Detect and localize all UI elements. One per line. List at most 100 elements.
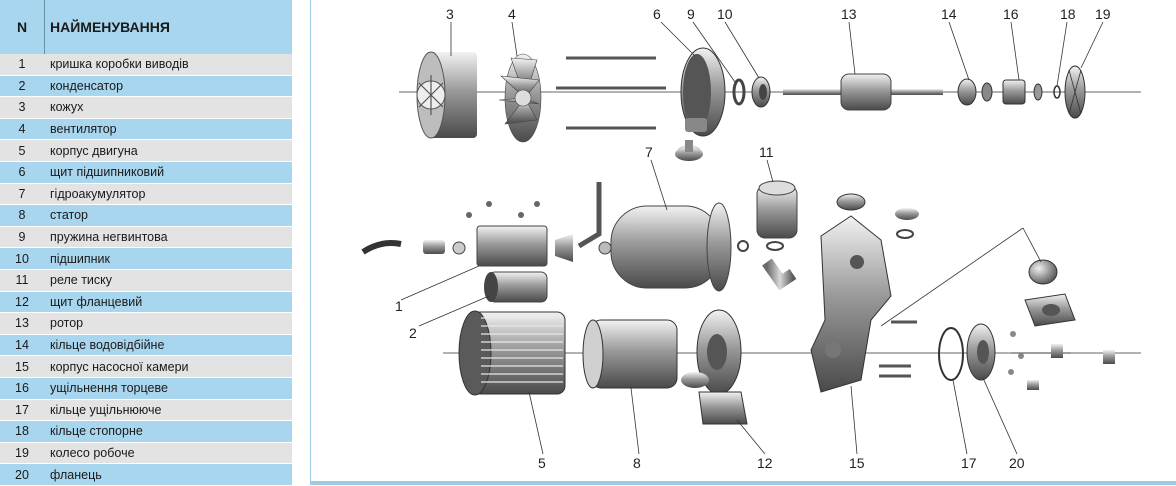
table-row: 7 гідроакумулятор bbox=[0, 183, 292, 206]
part-pump-chamber-housing bbox=[810, 193, 919, 393]
row-number: 17 bbox=[15, 402, 29, 417]
row-part-name: гідроакумулятор bbox=[50, 186, 146, 201]
leader-lines bbox=[400, 21, 1104, 455]
row-part-name: кожух bbox=[50, 100, 84, 115]
table-row: 4 вентилятор bbox=[0, 118, 292, 141]
table-row: 17 кільце ущільнююче bbox=[0, 399, 292, 422]
row-number: 6 bbox=[18, 165, 26, 180]
exploded-view-diagram: 1 2 3 4 5 6 7 8 9 10 11 12 13 14 15 16 1… bbox=[310, 0, 1176, 485]
callout-4: 4 bbox=[508, 6, 516, 22]
exploded-view-svg: 1 2 3 4 5 6 7 8 9 10 11 12 13 14 15 16 1… bbox=[361, 6, 1141, 471]
row-part-name: корпус двигуна bbox=[50, 143, 138, 158]
table-row: 15 корпус насосної камери bbox=[0, 356, 292, 378]
callout-18: 18 bbox=[1060, 6, 1076, 22]
callout-1: 1 bbox=[395, 298, 403, 314]
part-motor-housing bbox=[458, 310, 566, 396]
row-part-name: статор bbox=[50, 208, 89, 223]
part-hydro-accumulator bbox=[598, 202, 732, 292]
table-body: 1 кришка коробки виводів 2 конденсатор 3 кожу… bbox=[0, 54, 292, 486]
row-part-name: підшипник bbox=[50, 251, 110, 266]
part-rotor bbox=[783, 73, 943, 111]
table-row: 3 кожух bbox=[0, 97, 292, 119]
callout-15: 15 bbox=[849, 455, 865, 471]
row-number: 2 bbox=[18, 78, 26, 93]
part-valve-cap bbox=[675, 140, 703, 161]
table-row: 12 щит фланцевий bbox=[0, 291, 292, 314]
callout-17: 17 bbox=[961, 455, 977, 471]
table-row: 6 щит підшипниковий bbox=[0, 161, 292, 184]
table-row: 10 підшипник bbox=[0, 248, 292, 270]
parts-table: N НАЙМЕНУВАННЯ 1 кришка коробки виводів 2 к… bbox=[0, 0, 292, 486]
part-bearing-shield bbox=[677, 47, 726, 159]
part-mechanical-seal bbox=[1002, 79, 1043, 105]
row-part-name: щит фланцевий bbox=[50, 294, 143, 309]
callout-16: 16 bbox=[1003, 6, 1019, 22]
row-number: 1 bbox=[18, 57, 26, 72]
row-number: 18 bbox=[15, 424, 29, 439]
table-row: 9 пружина негвинтова bbox=[0, 226, 292, 249]
table-row: 14 кільце водовідбійне bbox=[0, 334, 292, 357]
row-number: 7 bbox=[18, 186, 26, 201]
callout-7: 7 bbox=[645, 144, 653, 160]
row-number: 4 bbox=[18, 122, 26, 137]
table-header: N НАЙМЕНУВАННЯ bbox=[0, 0, 292, 54]
row-part-name: конденсатор bbox=[50, 78, 124, 93]
callout-20: 20 bbox=[1009, 455, 1025, 471]
table-row: 1 кришка коробки виводів bbox=[0, 54, 292, 76]
part-pressure-switch bbox=[737, 180, 798, 291]
callout-6: 6 bbox=[653, 6, 661, 22]
table-row: 16 ущільнення торцеве bbox=[0, 377, 292, 400]
row-number: 15 bbox=[15, 359, 29, 374]
part-o-ring bbox=[938, 327, 964, 381]
row-number: 16 bbox=[15, 381, 29, 396]
row-number: 20 bbox=[15, 467, 29, 482]
table-row: 2 конденсатор bbox=[0, 75, 292, 98]
row-part-name: щит підшипниковий bbox=[50, 165, 165, 180]
part-cover bbox=[416, 51, 477, 139]
callout-10: 10 bbox=[717, 6, 733, 22]
callout-13: 13 bbox=[841, 6, 857, 22]
row-part-name: пружина негвинтова bbox=[50, 230, 168, 245]
row-number: 11 bbox=[15, 273, 29, 288]
row-part-name: ущільнення торцеве bbox=[50, 381, 168, 396]
callout-5: 5 bbox=[538, 455, 546, 471]
header-name: НАЙМЕНУВАННЯ bbox=[50, 19, 170, 35]
row-part-name: кільце стопорне bbox=[50, 424, 143, 439]
row-number: 3 bbox=[18, 100, 26, 115]
part-impeller bbox=[1064, 65, 1086, 119]
row-part-name: корпус насосної камери bbox=[50, 359, 189, 374]
row-number: 10 bbox=[15, 251, 29, 266]
part-outlet-fittings bbox=[1024, 259, 1115, 390]
row-part-name: вентилятор bbox=[50, 122, 117, 137]
row-part-name: фланець bbox=[50, 467, 102, 482]
row-part-name: кільце ущільнююче bbox=[50, 402, 162, 417]
table-row: 11 реле тиску bbox=[0, 269, 292, 292]
callout-3: 3 bbox=[446, 6, 454, 22]
callout-11: 11 bbox=[759, 144, 774, 160]
row-part-name: ротор bbox=[50, 316, 84, 331]
row-part-name: кришка коробки виводів bbox=[50, 57, 189, 72]
part-flange bbox=[966, 323, 1024, 381]
table-row: 20 фланець bbox=[0, 464, 292, 486]
part-tie-bolts bbox=[556, 56, 666, 130]
part-terminal-box-cover bbox=[361, 182, 602, 267]
header-number: N bbox=[16, 19, 28, 35]
part-slinger-ring bbox=[957, 78, 993, 106]
table-row: 18 кільце стопорне bbox=[0, 421, 292, 443]
row-number: 9 bbox=[18, 230, 26, 245]
part-flange-shield bbox=[681, 309, 748, 425]
callout-19: 19 bbox=[1095, 6, 1111, 22]
part-stator bbox=[582, 319, 678, 389]
part-bearing bbox=[751, 76, 771, 108]
part-capacitor bbox=[484, 271, 548, 303]
callout-labels: 1 2 3 4 5 6 7 8 9 10 11 12 13 14 15 16 1… bbox=[395, 6, 1111, 471]
row-part-name: реле тиску bbox=[50, 273, 113, 288]
row-part-name: кільце водовідбійне bbox=[50, 338, 165, 353]
callout-8: 8 bbox=[633, 455, 641, 471]
row-number: 12 bbox=[15, 294, 29, 309]
row-number: 14 bbox=[15, 338, 29, 353]
